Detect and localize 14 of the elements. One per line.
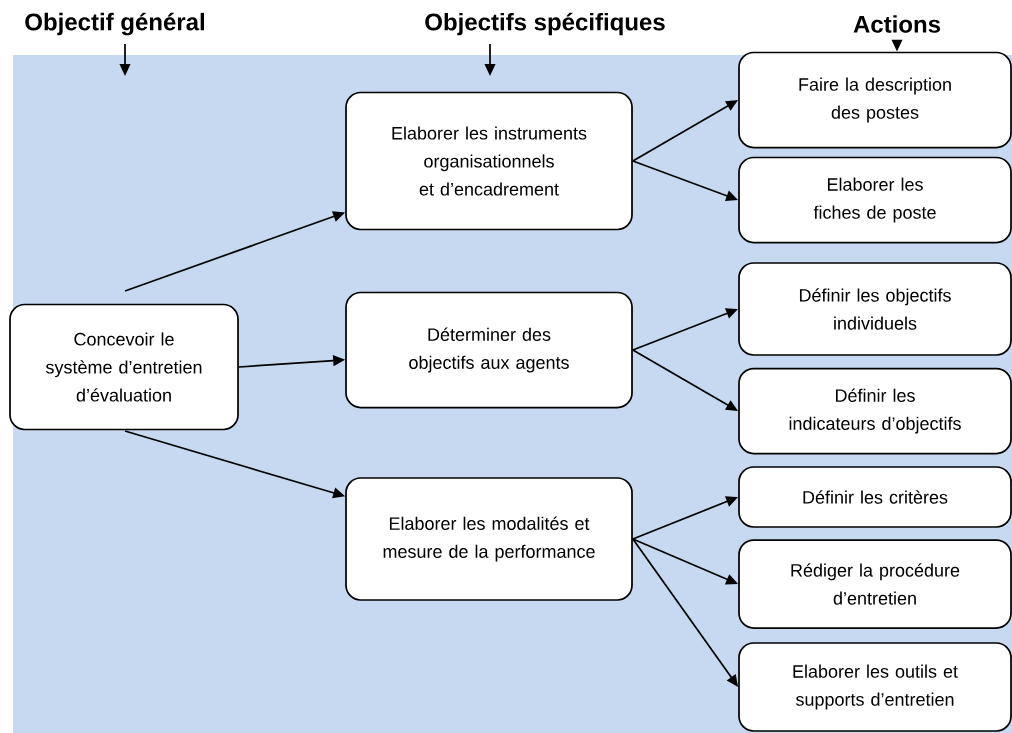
column-heading: Objectif général [25,12,204,36]
process-box: Déterminer des objectifs aux agents [345,291,633,409]
process-box: Elaborer les outils et supports d’entretien [738,642,1012,732]
column-heading: Objectifs spécifiques [425,12,665,36]
process-box: Définir les indicateurs d’objectifs [738,367,1012,455]
process-box: Elaborer les instruments organisationnels et d’encadrement [345,91,633,231]
process-box: Elaborer les modalités et mesure de la performance [345,477,633,601]
process-box: Définir les objectifs individuels [738,262,1012,356]
process-box: Rédiger la procédure d’entretien [738,539,1012,629]
process-box: Définir les critères [738,466,1012,528]
process-box: Elaborer les fiches de poste [738,156,1012,244]
process-box: Faire la description des postes [738,51,1012,149]
column-heading: Actions [853,15,941,33]
process-box: Concevoir le système d’entretien d’évaluation [9,303,239,431]
